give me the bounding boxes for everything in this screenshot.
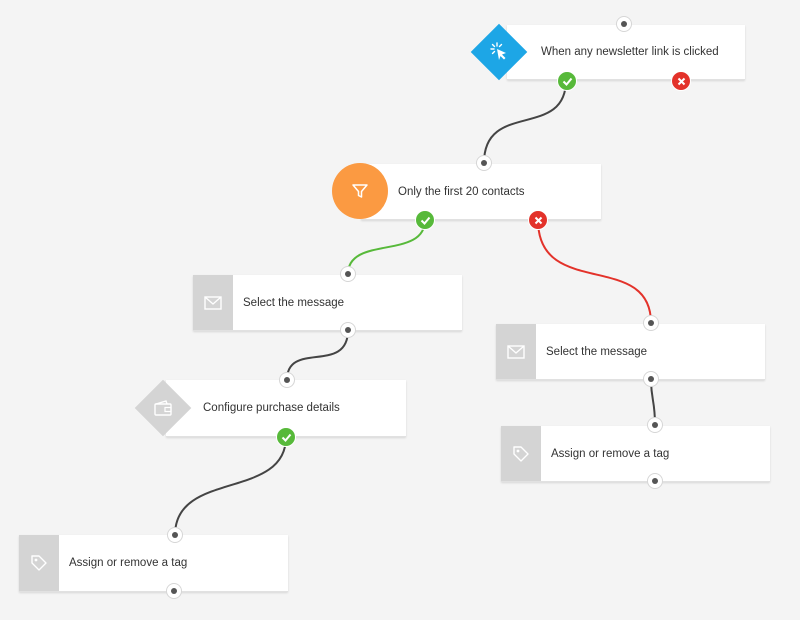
trigger-no-badge[interactable] [671, 71, 691, 91]
check-icon [562, 77, 572, 86]
tag-left-output-port[interactable] [166, 583, 182, 599]
cursor-click-icon [484, 37, 514, 67]
message-right-output-port[interactable] [643, 371, 659, 387]
filter-input-port[interactable] [476, 155, 492, 171]
envelope-icon [507, 344, 525, 359]
wire-purchase-to-tag [174, 436, 287, 536]
purchase-yes-badge[interactable] [276, 427, 296, 447]
message-left-input-port[interactable] [340, 266, 356, 282]
tag-left-icon-box [19, 535, 59, 591]
message-left-label: Select the message [243, 296, 345, 309]
tag-right-input-port[interactable] [647, 417, 663, 433]
trigger-input-port[interactable] [616, 16, 632, 32]
filter-no-badge[interactable] [528, 210, 548, 230]
message-left-output-port[interactable] [340, 322, 356, 338]
message-right-input-port[interactable] [643, 315, 659, 331]
wire-filter-yes-to-message [347, 219, 426, 275]
tag-left-card[interactable]: Assign or remove a tag [19, 535, 288, 592]
close-icon [534, 216, 542, 224]
envelope-icon [204, 295, 222, 310]
close-icon [677, 77, 685, 85]
filter-node-label: Only the first 20 contacts [398, 185, 525, 198]
purchase-label: Configure purchase details [203, 402, 340, 414]
wire-trigger-to-filter [483, 79, 567, 164]
message-right-label: Select the message [546, 345, 648, 358]
check-icon [281, 433, 291, 442]
wire-message-to-purchase [286, 329, 349, 381]
tag-right-card[interactable]: Assign or remove a tag [501, 426, 770, 482]
wire-filter-no-to-message [537, 219, 652, 324]
tag-right-output-port[interactable] [647, 473, 663, 489]
filter-icon [352, 184, 368, 198]
tag-left-input-port[interactable] [167, 527, 183, 543]
wallet-icon [148, 393, 178, 423]
message-right-card[interactable]: Select the message [496, 324, 765, 380]
tag-right-icon-box [501, 426, 541, 481]
trigger-node-card[interactable]: When any newsletter link is clicked [507, 25, 745, 80]
tag-right-label: Assign or remove a tag [551, 447, 670, 460]
filter-circle [332, 163, 388, 219]
purchase-input-port[interactable] [279, 372, 295, 388]
trigger-node-label: When any newsletter link is clicked [541, 46, 719, 58]
trigger-yes-badge[interactable] [557, 71, 577, 91]
tag-icon [513, 445, 529, 462]
message-right-icon-box [496, 324, 536, 379]
message-left-card[interactable]: Select the message [193, 275, 462, 331]
tag-icon [31, 555, 47, 571]
filter-yes-badge[interactable] [415, 210, 435, 230]
check-icon [420, 216, 430, 225]
message-left-icon-box [193, 275, 233, 330]
tag-left-label: Assign or remove a tag [69, 557, 188, 569]
filter-node-card[interactable]: Only the first 20 contacts [361, 164, 601, 220]
